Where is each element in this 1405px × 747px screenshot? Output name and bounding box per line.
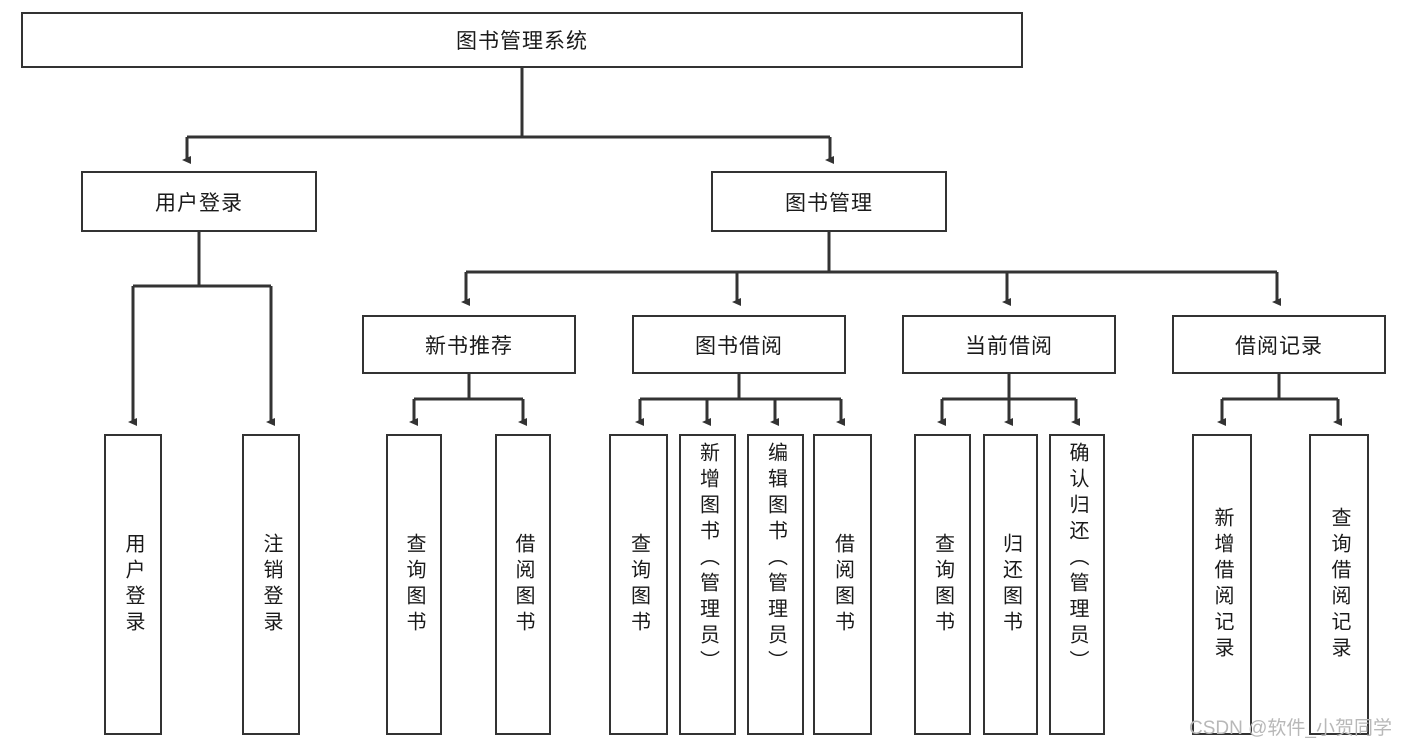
- node-label: 借阅图书: [512, 532, 534, 637]
- node-current-borrow[interactable]: 当前借阅: [902, 315, 1116, 374]
- node-label: 用户登录: [122, 532, 144, 637]
- node-label: 确认归还（管理员）: [1066, 442, 1088, 676]
- node-label: 借阅记录: [1235, 334, 1323, 358]
- node-book-borrow[interactable]: 图书借阅: [632, 315, 846, 374]
- leaf-borrow-edit-book-admin[interactable]: 编辑图书（管理员）: [747, 434, 804, 735]
- node-label: 借阅图书: [831, 532, 854, 637]
- node-label: 新增图书（管理员）: [696, 442, 719, 676]
- node-label: 当前借阅: [965, 334, 1053, 358]
- node-label: 新增借阅记录: [1211, 506, 1233, 663]
- node-label: 查询借阅记录: [1328, 506, 1350, 663]
- node-book-management[interactable]: 图书管理: [711, 171, 947, 232]
- leaf-record-query-record[interactable]: 查询借阅记录: [1309, 434, 1369, 735]
- node-borrow-record[interactable]: 借阅记录: [1172, 315, 1386, 374]
- node-label: 查询图书: [403, 532, 425, 637]
- node-root-system[interactable]: 图书管理系统: [21, 12, 1023, 68]
- leaf-borrow-query-book[interactable]: 查询图书: [609, 434, 668, 735]
- node-label: 查询图书: [931, 532, 954, 637]
- node-user-login[interactable]: 用户登录: [81, 171, 317, 232]
- node-label: 注销登录: [260, 532, 282, 637]
- node-label: 新书推荐: [425, 334, 513, 358]
- leaf-borrow-borrow-book[interactable]: 借阅图书: [813, 434, 872, 735]
- leaf-current-confirm-return-admin[interactable]: 确认归还（管理员）: [1049, 434, 1105, 735]
- node-label: 用户登录: [155, 191, 243, 215]
- leaf-recommend-query-book[interactable]: 查询图书: [386, 434, 442, 735]
- leaf-recommend-borrow-book[interactable]: 借阅图书: [495, 434, 551, 735]
- node-new-book-recommend[interactable]: 新书推荐: [362, 315, 576, 374]
- node-label: 图书管理系统: [456, 30, 588, 53]
- csdn-watermark: CSDN @软件_小贺同学: [1189, 718, 1392, 739]
- leaf-current-return-book[interactable]: 归还图书: [983, 434, 1038, 735]
- node-label: 查询图书: [627, 532, 650, 637]
- leaf-borrow-add-book-admin[interactable]: 新增图书（管理员）: [679, 434, 736, 735]
- node-label: 图书管理: [785, 191, 873, 215]
- node-label: 归还图书: [999, 532, 1022, 637]
- node-label: 图书借阅: [695, 334, 783, 358]
- leaf-current-query-book[interactable]: 查询图书: [914, 434, 971, 735]
- leaf-user-login[interactable]: 用户登录: [104, 434, 162, 735]
- leaf-user-logout[interactable]: 注销登录: [242, 434, 300, 735]
- leaf-record-add-record[interactable]: 新增借阅记录: [1192, 434, 1252, 735]
- node-label: 编辑图书（管理员）: [764, 442, 787, 676]
